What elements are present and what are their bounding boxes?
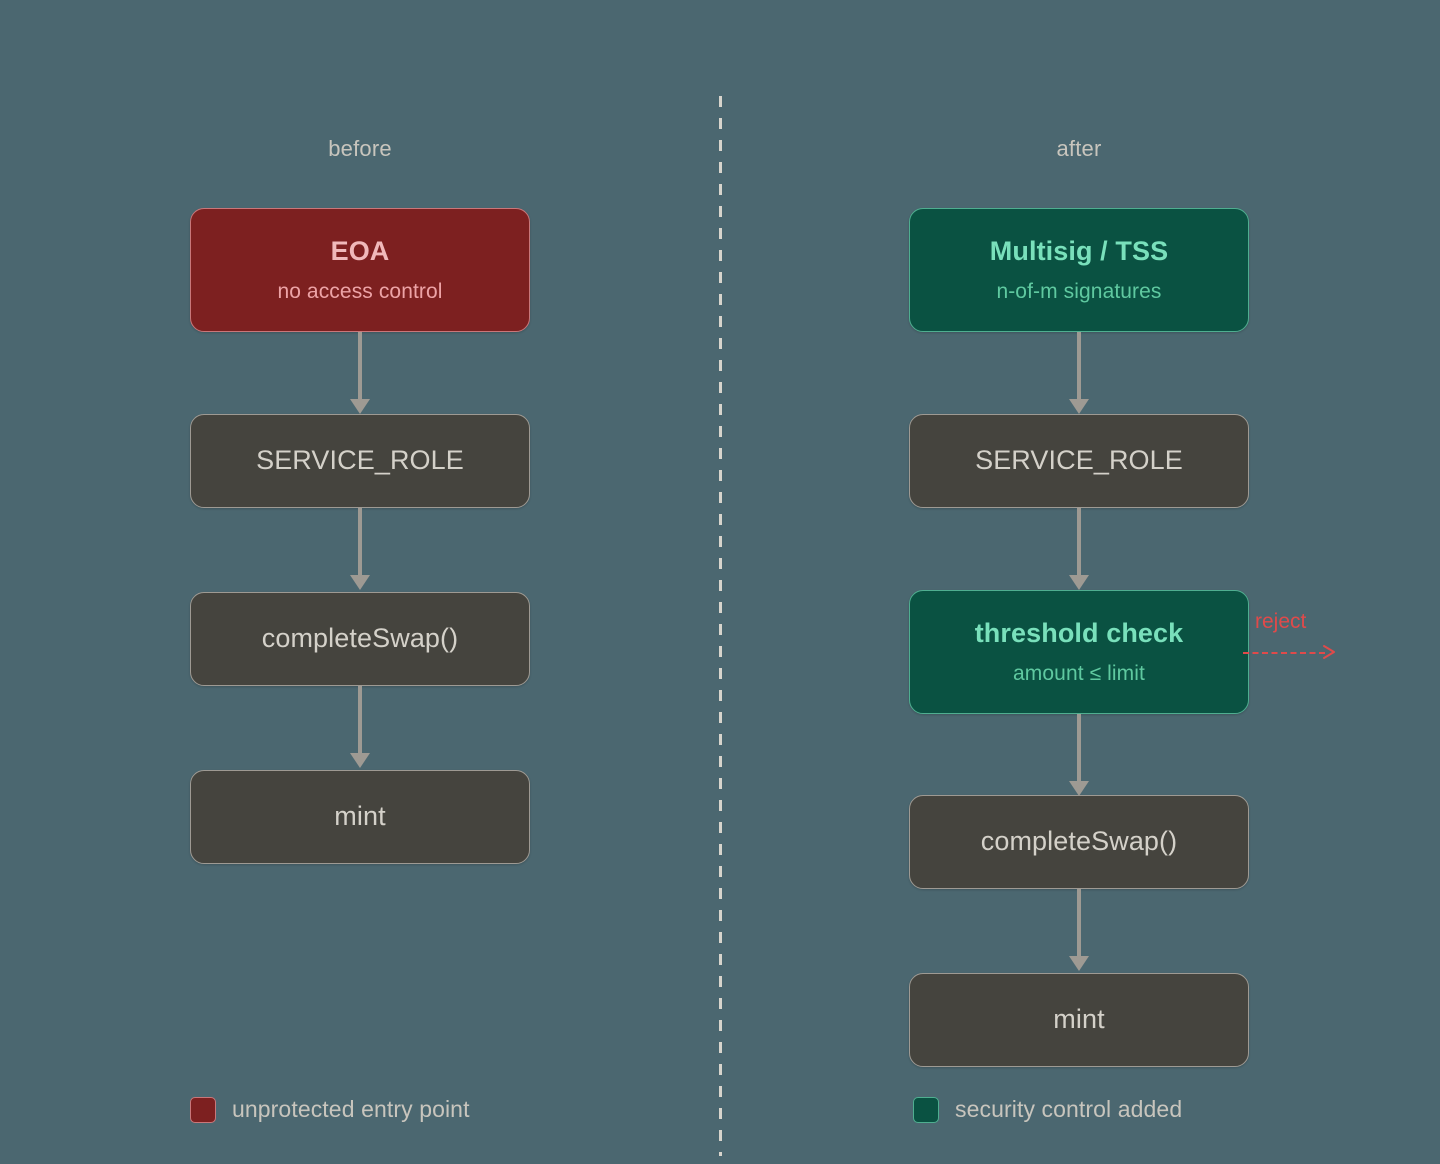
arrow-complete-swap-to-mint-after (1067, 889, 1091, 971)
reject-dashed-line (1243, 652, 1325, 654)
legend-swatch-green (913, 1096, 939, 1123)
arrow-complete-swap-to-mint (348, 686, 372, 768)
legend-security-control-added: security control added (913, 1096, 1182, 1123)
legend-unprotected-entry-point: unprotected entry point (190, 1096, 470, 1123)
node-complete-swap-before[interactable]: completeSwap() (190, 592, 530, 686)
arrow-multisig-to-service-role (1067, 332, 1091, 414)
node-mint-after[interactable]: mint (909, 973, 1249, 1067)
node-title: SERVICE_ROLE (256, 445, 464, 476)
vertical-dashed-divider (719, 96, 722, 1156)
node-service-role-after[interactable]: SERVICE_ROLE (909, 414, 1249, 508)
node-title: SERVICE_ROLE (975, 445, 1183, 476)
node-title: mint (1053, 1004, 1105, 1035)
node-title: threshold check (974, 618, 1184, 649)
reject-arrowhead-icon (1321, 643, 1337, 661)
node-eoa[interactable]: EOA no access control (190, 208, 530, 332)
arrow-threshold-check-to-complete-swap (1067, 714, 1091, 796)
node-threshold-check[interactable]: threshold check amount ≤ limit (909, 590, 1249, 714)
node-complete-swap-after[interactable]: completeSwap() (909, 795, 1249, 889)
node-title: EOA (330, 236, 390, 267)
node-title: completeSwap() (261, 623, 459, 654)
node-subtitle: amount ≤ limit (1013, 661, 1145, 685)
node-title: mint (334, 801, 386, 832)
column-header-before: before (328, 136, 392, 161)
legend-swatch-red (190, 1096, 216, 1123)
node-service-role-before[interactable]: SERVICE_ROLE (190, 414, 530, 508)
reject-label: reject (1255, 610, 1307, 633)
node-multisig-tss[interactable]: Multisig / TSS n-of-m signatures (909, 208, 1249, 332)
arrow-service-role-to-threshold-check (1067, 508, 1091, 590)
column-header-after: after (1056, 136, 1102, 161)
node-title: Multisig / TSS (989, 236, 1169, 267)
node-mint-before[interactable]: mint (190, 770, 530, 864)
legend-label: unprotected entry point (232, 1096, 470, 1122)
arrow-service-role-to-complete-swap (348, 508, 372, 590)
node-subtitle: no access control (277, 279, 443, 303)
legend-label: security control added (955, 1096, 1183, 1122)
node-title: completeSwap() (980, 826, 1178, 857)
reject-annotation: reject (1243, 610, 1353, 670)
node-subtitle: n-of-m signatures (996, 279, 1162, 303)
arrow-eoa-to-service-role (348, 332, 372, 414)
